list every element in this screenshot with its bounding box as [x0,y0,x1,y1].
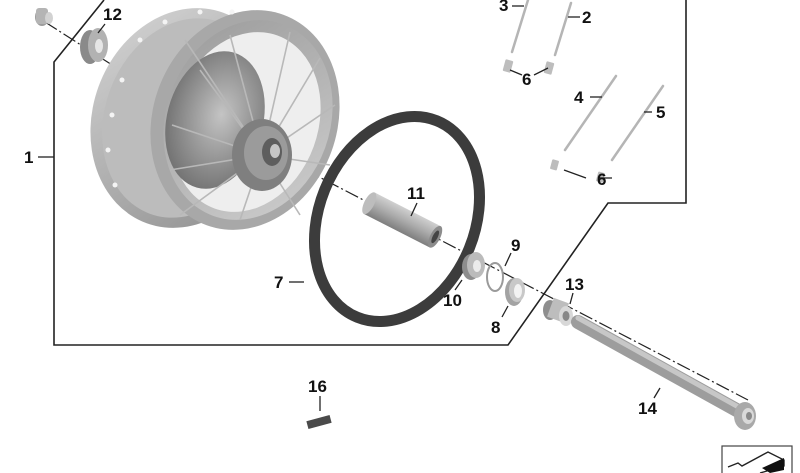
callout-3[interactable]: 3 [499,0,508,15]
callout-1[interactable]: 1 [24,148,33,167]
spacer-tube [362,192,443,248]
callout-9[interactable]: 9 [511,236,520,255]
callout-6-upper[interactable]: 6 [522,70,531,89]
axle [571,315,756,430]
spokes [510,0,665,162]
spoke-nipples [502,59,605,183]
assembly-frame [53,0,687,346]
wheel-rim [90,8,340,230]
callout-4[interactable]: 4 [574,88,584,107]
callout-11[interactable]: 11 [407,184,425,203]
bearing-10 [462,252,485,280]
leader-lines [38,5,661,411]
bearing-12 [80,28,108,64]
spacer-bushing [543,297,573,326]
callout-13[interactable]: 13 [565,275,584,294]
callout-8[interactable]: 8 [491,318,500,337]
callout-14[interactable]: 14 [638,399,657,418]
circlip [486,262,504,292]
rim-tape [308,110,486,328]
callout-6-lower[interactable]: 6 [597,170,606,189]
cap-part [35,8,53,26]
callout-10[interactable]: 10 [443,291,462,310]
balance-weight [306,415,332,429]
callout-2[interactable]: 2 [582,8,591,27]
callout-12[interactable]: 12 [103,5,122,24]
callout-7[interactable]: 7 [274,273,283,292]
washer [505,278,525,306]
callout-5[interactable]: 5 [656,103,665,122]
callout-16[interactable]: 16 [308,377,327,396]
parts-catalog-logo-icon [721,445,793,473]
